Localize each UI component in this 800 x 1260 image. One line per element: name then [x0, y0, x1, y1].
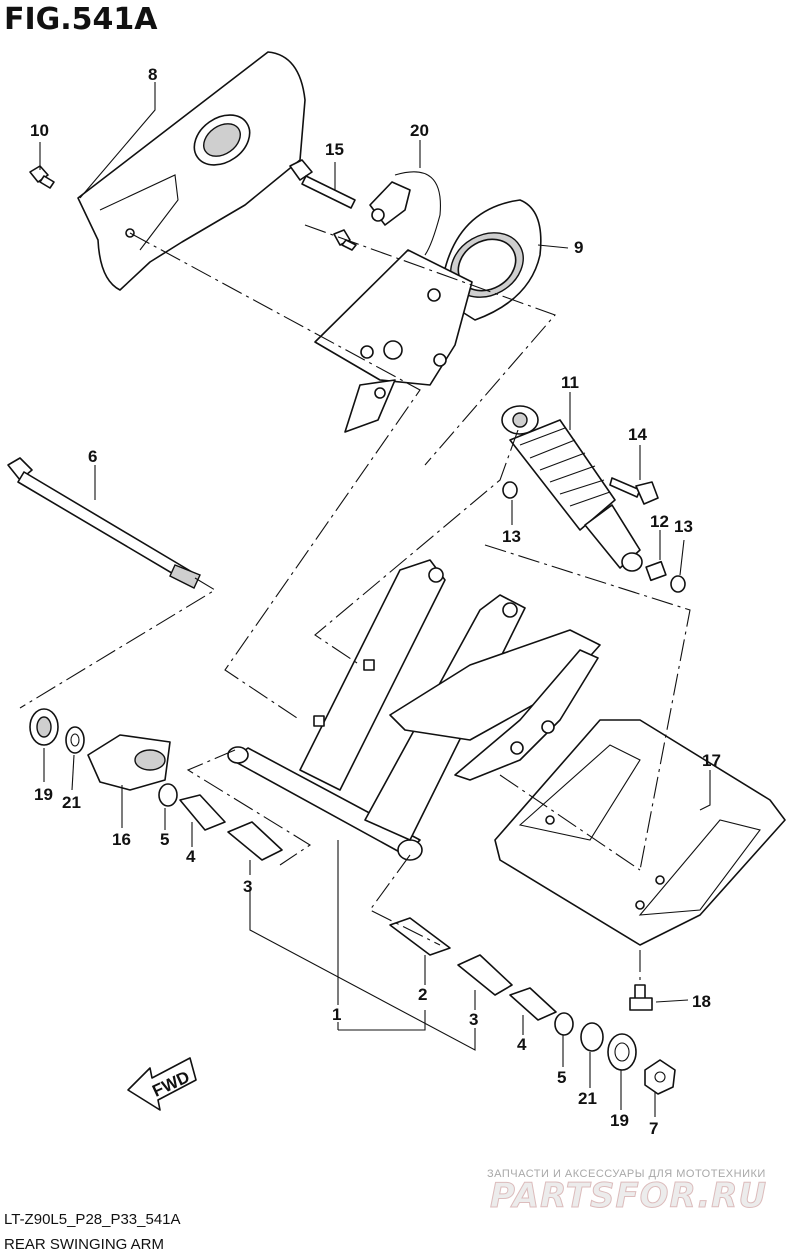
- part-15-bolt[interactable]: [289, 159, 356, 209]
- callout-21a: 21: [62, 793, 81, 812]
- part-21-washer-right[interactable]: [580, 1022, 604, 1052]
- part-11-shock-absorber[interactable]: [501, 405, 643, 572]
- callout-3b: 3: [469, 1010, 478, 1029]
- callout-4b: 4: [517, 1035, 527, 1054]
- part-3-bushing-right[interactable]: [457, 954, 513, 996]
- callout-8: 8: [148, 65, 157, 84]
- watermark-logo: PARTSFOR.RU: [489, 1176, 768, 1217]
- callout-13b: 13: [674, 517, 693, 536]
- part-13-washer-a[interactable]: [502, 481, 518, 499]
- figure-title: FIG.541A: [4, 2, 158, 37]
- callout-6: 6: [88, 447, 97, 466]
- part-12-nut[interactable]: [645, 560, 667, 582]
- callout-19b: 19: [610, 1111, 629, 1130]
- callout-18: 18: [692, 992, 711, 1011]
- callout-11: 11: [561, 373, 579, 392]
- callouts: 8 10 15 20 9 6 11 14 12 13 13 17 18 19 2…: [30, 65, 721, 1138]
- callout-4a: 4: [186, 847, 196, 866]
- part-2-collar[interactable]: [389, 917, 451, 956]
- figure-name: REAR SWINGING ARM: [4, 1236, 165, 1253]
- callout-14: 14: [628, 425, 647, 444]
- part-8-chain-cover[interactable]: [77, 51, 306, 291]
- callout-15: 15: [325, 140, 344, 159]
- part-14-bolt[interactable]: [609, 477, 659, 505]
- callout-3a: 3: [243, 877, 252, 896]
- part-10-bolt[interactable]: [29, 165, 55, 189]
- callout-21b: 21: [578, 1089, 597, 1108]
- assembly-lines: [19, 224, 691, 985]
- callout-19a: 19: [34, 785, 53, 804]
- part-17-skid-plate[interactable]: [494, 719, 786, 946]
- callout-7: 7: [649, 1119, 658, 1138]
- parts-diagram: FWD 8 10 15 20 9 6 11 14 12 13 13 17 18 …: [7, 51, 786, 1138]
- part-4-collar-left[interactable]: [179, 794, 226, 831]
- callout-12: 12: [650, 512, 669, 531]
- part-4-collar-right[interactable]: [509, 987, 557, 1021]
- callout-10: 10: [30, 121, 49, 140]
- part-3-bushing-left[interactable]: [227, 821, 283, 861]
- fwd-arrow: FWD: [127, 1057, 197, 1111]
- figure-code: LT-Z90L5_P28_P33_541A: [4, 1211, 181, 1228]
- part-21-washer-left[interactable]: [65, 726, 85, 754]
- part-1-swing-arm[interactable]: [227, 559, 601, 861]
- part-18-bolt[interactable]: [629, 984, 653, 1011]
- callout-17: 17: [702, 751, 721, 770]
- part-7-nut[interactable]: [644, 1059, 676, 1095]
- part-13-washer-b[interactable]: [670, 575, 686, 593]
- bracket-plate[interactable]: [314, 249, 473, 433]
- part-16-cap[interactable]: [87, 734, 171, 791]
- callout-20: 20: [410, 121, 429, 140]
- callout-5a: 5: [160, 830, 169, 849]
- callout-5b: 5: [557, 1068, 566, 1087]
- leader-lines: [39, 82, 711, 1117]
- callout-16: 16: [112, 830, 131, 849]
- callout-13a: 13: [502, 527, 521, 546]
- watermark-caption: ЗАПЧАСТИ И АКСЕССУАРЫ ДЛЯ МОТОТЕХНИКИ: [487, 1168, 766, 1180]
- callout-2: 2: [418, 985, 427, 1004]
- bracket-bolt[interactable]: [333, 229, 357, 251]
- part-6-pivot-bolt[interactable]: [7, 457, 201, 589]
- callout-1: 1: [332, 1005, 341, 1024]
- part-5-washer-right[interactable]: [554, 1012, 574, 1036]
- part-19-seal-right[interactable]: [607, 1033, 637, 1071]
- part-20-clamp[interactable]: [369, 171, 441, 256]
- part-5-washer-left[interactable]: [158, 783, 178, 807]
- callout-9: 9: [574, 238, 583, 257]
- part-19-seal-left[interactable]: [29, 708, 59, 746]
